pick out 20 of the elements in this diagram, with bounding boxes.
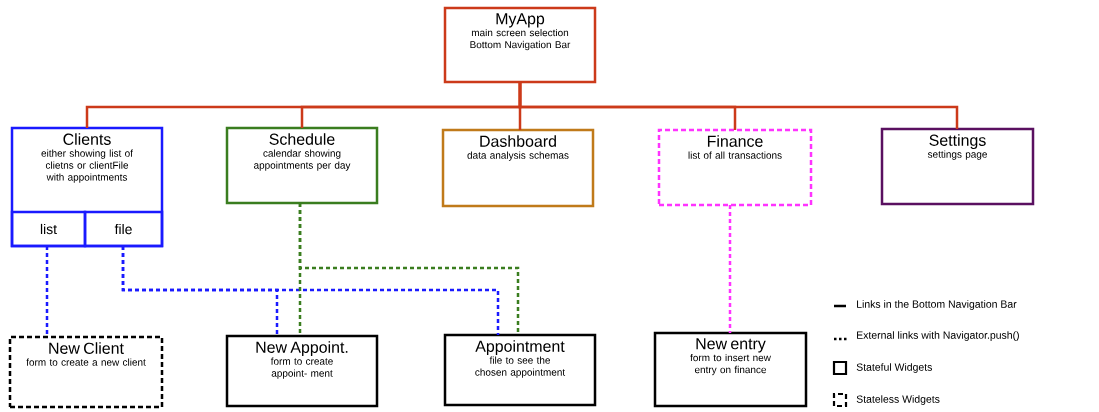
connector-line [728, 205, 732, 333]
legend-text: Stateless Widgets [856, 395, 940, 405]
widget-box: Settings settings page [880, 127, 1035, 206]
connector-line [518, 82, 959, 129]
widget-box: Finance list of all transactions [657, 128, 813, 207]
widget-box: Appointment file to see the chosen appointment [443, 333, 597, 407]
connector-line [298, 203, 520, 335]
connector-line [121, 246, 500, 335]
widget-box: New Appoint. form to create appoint- ment [225, 334, 379, 408]
tab-box: list [10, 210, 87, 248]
legend-text: Links in the Bottom Navigation Bar [857, 300, 1017, 310]
widget-box: MyApp main screen selection Bottom Navigation Bar [443, 6, 597, 84]
connector-line [45, 246, 49, 337]
widget-box: Schedule calendar showing appointments per day [225, 126, 379, 205]
legend-text: External links with Navigator.push() [857, 331, 1019, 341]
widget-box: New Client form to create a new client [8, 335, 164, 409]
widget-box: Dashboard data analysis schemas [441, 128, 595, 208]
tab-box: file [83, 210, 164, 248]
legend-text: Stateful Widgets [856, 363, 932, 373]
widget-box: New entry form to insert new entry on finance [653, 331, 808, 408]
